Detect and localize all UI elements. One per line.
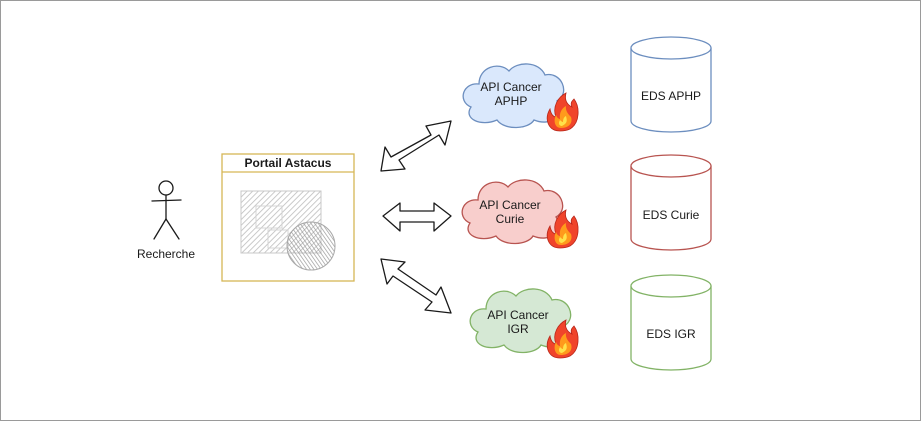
api-label-curie-line2: Curie <box>495 212 525 226</box>
flame-icon-curie <box>546 209 579 249</box>
api-label-aphp-line1: API Cancer <box>480 80 542 94</box>
database-cylinder-icon-igr <box>630 274 712 371</box>
portal-title: Portail Astacus <box>244 156 332 170</box>
double-arrow-icon-aphp <box>380 120 452 172</box>
image-placeholder-icon <box>240 190 336 271</box>
double-arrow-icon-curie <box>382 202 452 232</box>
api-label-aphp-line2: APHP <box>494 94 528 108</box>
actor-label: Recherche <box>136 247 196 261</box>
database-cylinder-icon-aphp <box>630 36 712 133</box>
api-label-igr-line2: IGR <box>507 322 529 336</box>
api-label-curie: API Cancer Curie <box>470 198 550 226</box>
api-label-aphp: API Cancer APHP <box>471 80 551 108</box>
flame-icon-aphp <box>546 92 579 132</box>
db-label-curie: EDS Curie <box>642 208 700 222</box>
api-label-igr: API Cancer IGR <box>478 308 558 336</box>
db-label-igr: EDS IGR <box>646 327 696 341</box>
api-label-curie-line1: API Cancer <box>479 198 541 212</box>
double-arrow-icon-igr <box>380 258 452 314</box>
db-label-aphp: EDS APHP <box>640 89 702 103</box>
stick-figure-icon <box>151 180 182 240</box>
api-label-igr-line1: API Cancer <box>487 308 549 322</box>
database-cylinder-icon-curie <box>630 154 712 251</box>
flame-icon-igr <box>546 319 579 359</box>
